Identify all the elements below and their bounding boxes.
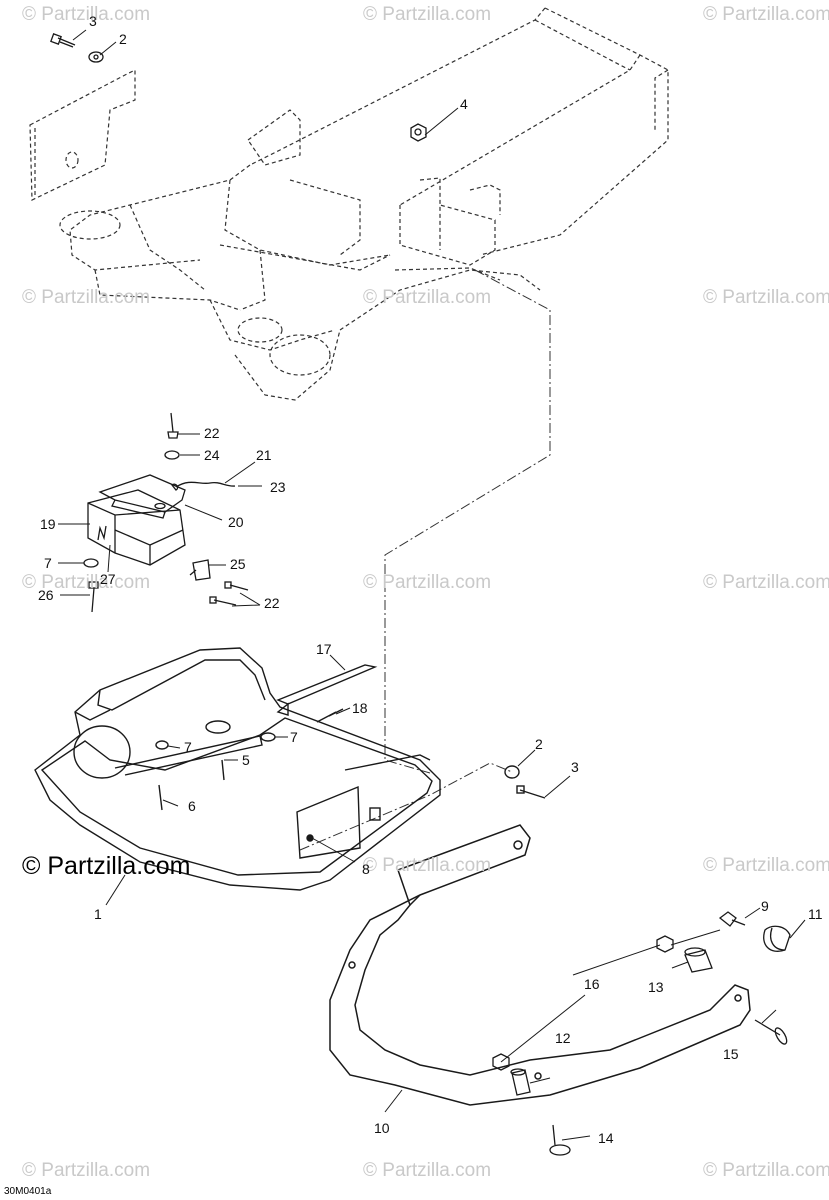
callout-label: 10 [374, 1120, 390, 1136]
callout-label: 25 [230, 556, 246, 572]
callout-label: 13 [648, 979, 664, 995]
callout-label: 12 [555, 1030, 571, 1046]
callout-label: 2 [119, 31, 127, 47]
callout-label: 23 [270, 479, 286, 495]
leader-lines [58, 29, 806, 1141]
watermark: © Partzilla.com [363, 855, 492, 876]
callout-label: 11 [808, 906, 823, 922]
callout-label: 7 [290, 729, 298, 745]
watermark: © Partzilla.com [22, 572, 151, 593]
nut-part-4 [410, 123, 427, 142]
callout-label: 7 [184, 739, 192, 755]
callout-label: 2 [535, 736, 543, 752]
watermark: © Partzilla.com [22, 4, 151, 25]
callout-label: 24 [204, 447, 220, 463]
frame-outline [29, 7, 669, 401]
watermark: © Partzilla.com [363, 287, 492, 308]
watermark: © Partzilla.com [703, 287, 829, 308]
callout-label: 3 [571, 759, 579, 775]
callout-label: 5 [242, 752, 250, 768]
watermark: © Partzilla.com [22, 1160, 151, 1181]
belly-pan-part-1 [34, 647, 546, 891]
watermark: © Partzilla.com [703, 1160, 829, 1181]
watermark: © Partzilla.com [363, 572, 492, 593]
callout-label: 21 [256, 447, 272, 463]
callout-label: 22 [264, 595, 280, 611]
connector-lines [299, 269, 551, 851]
bolt-washer-top [50, 33, 104, 63]
callout-label: 14 [598, 1130, 614, 1146]
callout-label: 8 [362, 861, 370, 877]
watermark: © Partzilla.com [703, 855, 829, 876]
drawing-code: 30M0401a [4, 1186, 52, 1197]
callout-label: 26 [38, 587, 54, 603]
callout-label: 18 [352, 700, 368, 716]
brand-mark: © Partzilla.com [22, 852, 191, 880]
callout-label: 6 [188, 798, 196, 814]
watermark: © Partzilla.com [703, 4, 829, 25]
callout-label: 20 [228, 514, 244, 530]
callout-label: 4 [460, 96, 468, 112]
callout-label: 19 [40, 516, 56, 532]
watermark: © Partzilla.com [363, 4, 492, 25]
callout-label: 15 [723, 1046, 739, 1062]
watermark: © Partzilla.com [703, 572, 829, 593]
bumper-hardware [492, 911, 791, 1156]
callout-label: 22 [204, 425, 220, 441]
callout-label: 7 [44, 555, 52, 571]
bumper-part-10 [329, 824, 751, 1106]
callout-label: 16 [584, 976, 600, 992]
watermark: © Partzilla.com [363, 1160, 492, 1181]
battery-box-assembly [83, 412, 249, 613]
callout-label: 17 [316, 641, 332, 657]
callout-label: 3 [89, 13, 97, 29]
callout-label: 1 [94, 906, 102, 922]
watermark: © Partzilla.com [22, 287, 151, 308]
callout-label: 9 [761, 898, 769, 914]
callout-label: 27 [100, 571, 116, 587]
